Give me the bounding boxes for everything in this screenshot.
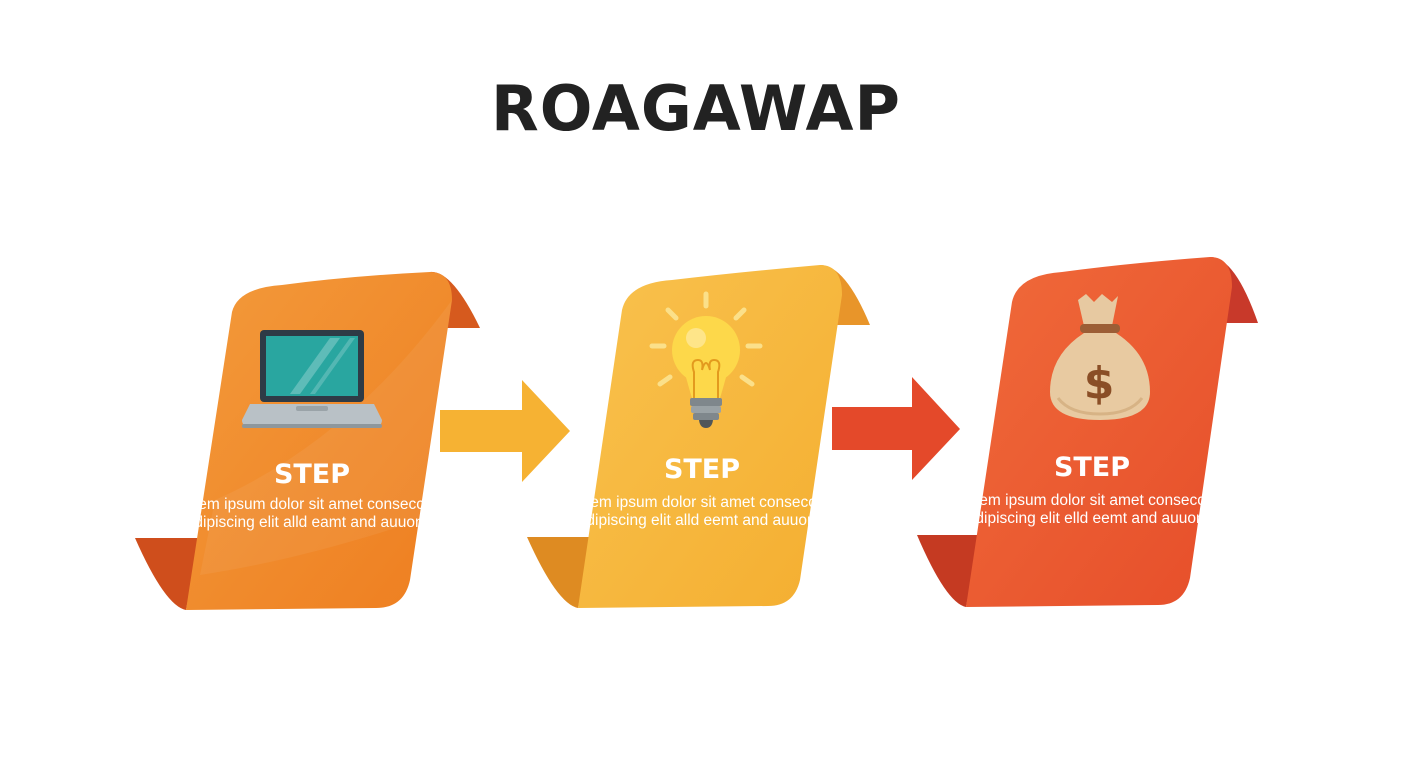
step-2-description: Lorem ipsum dolor sit amet consecctur ad… [567, 494, 835, 529]
banner-1-shine [200, 300, 452, 575]
arrow-1 [440, 380, 570, 482]
step-banner-2 [527, 265, 870, 608]
svg-text:$: $ [1084, 358, 1115, 409]
banner-2-bottom-fold [527, 537, 592, 608]
banner-1-body [186, 272, 452, 610]
step-3-description: Lorem ipsum dolor sit amet consecctur ad… [956, 492, 1224, 527]
money-bag-icon: $ [1050, 294, 1150, 420]
step-2-label: STEP [664, 454, 740, 485]
step-1-label: STEP [274, 459, 350, 490]
arrow-2 [832, 377, 960, 480]
banner-3-bottom-fold [917, 535, 980, 607]
step-3-label: STEP [1054, 452, 1130, 483]
diagram-title: ROAGAWAP [491, 72, 901, 145]
banner-1-bottom-fold [135, 538, 200, 610]
laptop-icon [242, 330, 382, 428]
step-banner-1 [135, 271, 480, 610]
step-banner-3 [917, 257, 1258, 607]
step-1-description: Lorem ipsum dolor sit amet consecctur ad… [175, 496, 443, 531]
lightbulb-icon [649, 291, 763, 428]
banner-3-body [966, 257, 1232, 607]
banner-2-body [578, 265, 842, 608]
